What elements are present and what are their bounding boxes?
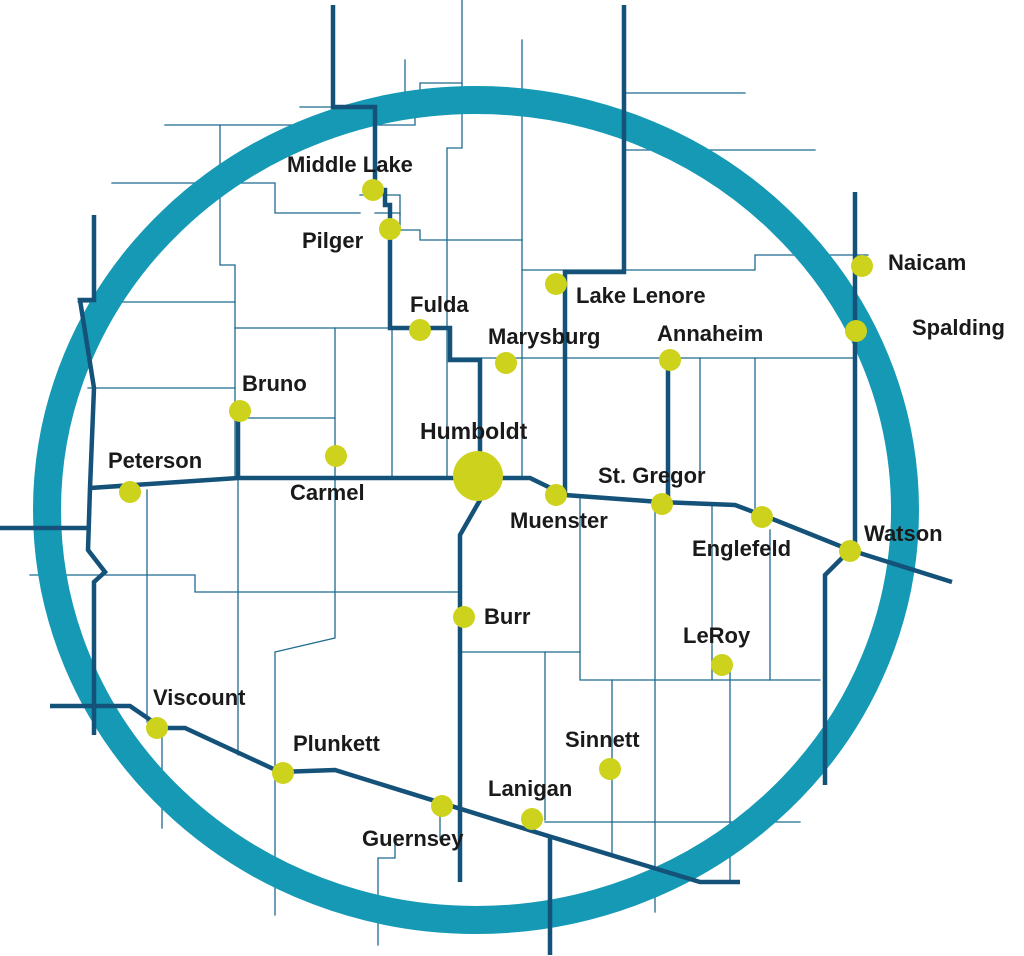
minor-road	[521, 39, 869, 271]
town-label-spalding: Spalding	[912, 315, 1005, 340]
minor-road	[219, 182, 236, 479]
highway-burr	[457, 478, 483, 882]
highway-west-edge	[77, 215, 109, 735]
town-label-lanigan: Lanigan	[488, 776, 572, 801]
town-marker-middle-lake[interactable]	[362, 179, 384, 201]
town-label-fulda: Fulda	[410, 292, 469, 317]
town-label-plunkett: Plunkett	[293, 731, 380, 756]
town-label-bruno: Bruno	[242, 371, 307, 396]
town-label-sinnett: Sinnett	[565, 727, 640, 752]
minor-road	[579, 494, 821, 681]
town-marker-spalding[interactable]	[845, 320, 867, 342]
minor-road	[274, 479, 336, 916]
town-marker-humboldt[interactable]	[453, 451, 503, 501]
highway-north	[330, 5, 483, 478]
town-label-leroy: LeRoy	[683, 623, 751, 648]
minor-road	[111, 182, 361, 214]
town-marker-viscount[interactable]	[146, 717, 168, 739]
town-label-annaheim: Annaheim	[657, 321, 763, 346]
town-marker-watson[interactable]	[839, 540, 861, 562]
town-label-englefeld: Englefeld	[692, 536, 791, 561]
town-marker-guernsey[interactable]	[431, 795, 453, 817]
town-marker-pilger[interactable]	[379, 218, 401, 240]
minor-road	[29, 574, 461, 593]
town-label-pilger: Pilger	[302, 228, 364, 253]
town-label-viscount: Viscount	[153, 685, 246, 710]
town-marker-plunkett[interactable]	[272, 762, 294, 784]
region-ring	[33, 86, 919, 934]
minor-road	[404, 59, 463, 479]
town-marker-bruno[interactable]	[229, 400, 251, 422]
town-label-humboldt: Humboldt	[420, 418, 528, 444]
town-label-middle-lake: Middle Lake	[287, 152, 413, 177]
minor-road	[377, 839, 396, 946]
town-marker-burr[interactable]	[453, 606, 475, 628]
town-label-burr: Burr	[484, 604, 531, 629]
town-marker-muenster[interactable]	[545, 484, 567, 506]
town-marker-sinnett[interactable]	[599, 758, 621, 780]
town-marker-fulda[interactable]	[409, 319, 431, 341]
town-labels: Middle Lake Pilger Fulda Lake Lenore Mar…	[108, 152, 1005, 851]
highway-main-east-west	[89, 475, 953, 585]
highway-lake-lenore	[562, 5, 627, 495]
town-marker-lanigan[interactable]	[521, 808, 543, 830]
town-marker-marysburg[interactable]	[495, 352, 517, 374]
town-label-muenster: Muenster	[510, 508, 608, 533]
minor-road	[374, 212, 523, 241]
town-marker-leroy[interactable]	[711, 654, 733, 676]
town-marker-st-gregor[interactable]	[651, 493, 673, 515]
town-marker-lake-lenore[interactable]	[545, 273, 567, 295]
town-label-watson: Watson	[864, 521, 943, 546]
town-marker-englefeld[interactable]	[751, 506, 773, 528]
town-label-peterson: Peterson	[108, 448, 202, 473]
town-label-naicam: Naicam	[888, 250, 966, 275]
town-marker-peterson[interactable]	[119, 481, 141, 503]
towns	[119, 179, 873, 830]
town-marker-carmel[interactable]	[325, 445, 347, 467]
town-marker-annaheim[interactable]	[659, 349, 681, 371]
town-label-lake-lenore: Lake Lenore	[576, 283, 706, 308]
town-label-st-gregor: St. Gregor	[598, 463, 706, 488]
town-marker-naicam[interactable]	[851, 255, 873, 277]
town-label-carmel: Carmel	[290, 480, 365, 505]
town-label-guernsey: Guernsey	[362, 826, 464, 851]
highway-watson-south	[822, 548, 852, 785]
town-label-marysburg: Marysburg	[488, 324, 600, 349]
